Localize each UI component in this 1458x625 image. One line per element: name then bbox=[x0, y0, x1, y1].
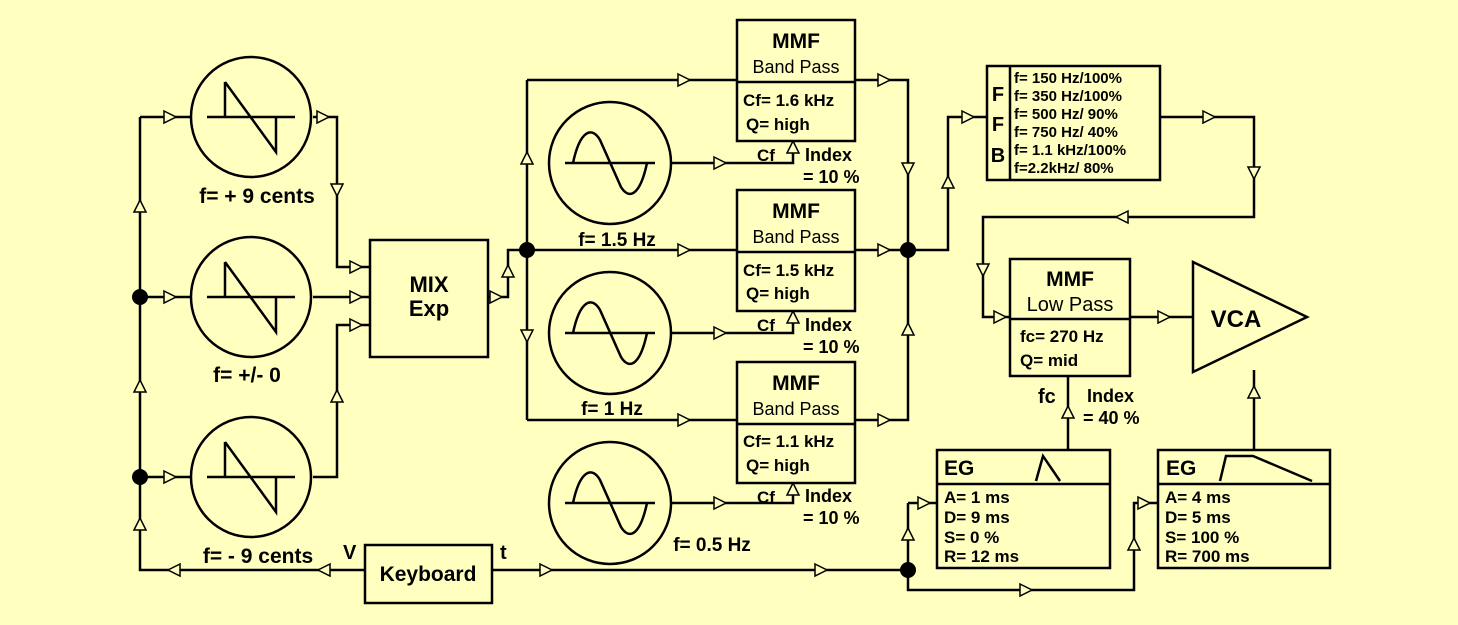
ffb-row-1: f= 150 Hz/100% bbox=[1014, 70, 1122, 87]
mixer: MIX Exp bbox=[368, 238, 490, 359]
mmf-bp2-mode: Band Pass bbox=[752, 227, 839, 247]
lfo-2-label: f= 1 Hz bbox=[581, 399, 643, 420]
mmf-bp1-index-value: = 10 % bbox=[803, 167, 860, 187]
mmf-bp1-mode: Band Pass bbox=[752, 57, 839, 77]
eg2-sustain: S= 100 % bbox=[1165, 528, 1239, 547]
mmf-bp2-index-value: = 10 % bbox=[803, 337, 860, 357]
lfo-1-label: f= 1.5 Hz bbox=[578, 230, 656, 251]
eg2-envelope-icon bbox=[1218, 454, 1313, 483]
mmf-lp-mode: Low Pass bbox=[1027, 294, 1114, 316]
mmf-lp-title: MMF bbox=[1046, 268, 1094, 291]
envelope-generator-2: EG A= 4 ms D= 5 ms S= 100 % R= 700 ms bbox=[1156, 448, 1332, 570]
mmf-bp2-cf: Cf= 1.5 kHz bbox=[743, 261, 834, 280]
mmf-bp3-cf: Cf= 1.1 kHz bbox=[743, 432, 834, 451]
ffb-letter-3: B bbox=[991, 145, 1005, 167]
eg2-decay: D= 5 ms bbox=[1165, 508, 1231, 527]
mmf-bp1-index-label: Index bbox=[805, 145, 852, 165]
oscillator-bot: f= - 9 cents bbox=[189, 415, 313, 568]
eg2-title: EG bbox=[1166, 457, 1196, 480]
mmf-bp3-port: Cf bbox=[757, 488, 775, 507]
mixer-line1: MIX bbox=[409, 272, 448, 297]
mmf-bandpass-2: MMF Band Pass Cf= 1.5 kHz Q= high Cf Ind… bbox=[735, 188, 860, 357]
ffb-row-2: f= 350 Hz/100% bbox=[1014, 88, 1122, 105]
ffb-row-5: f= 1.1 kHz/100% bbox=[1014, 142, 1126, 159]
mmf-bp1-port: Cf bbox=[757, 146, 775, 165]
lfo-1: f= 1.5 Hz bbox=[547, 100, 673, 251]
mmf-bp2-q: Q= high bbox=[746, 284, 810, 303]
mmf-bandpass-3: MMF Band Pass Cf= 1.1 kHz Q= high Cf Ind… bbox=[735, 360, 860, 528]
arrows bbox=[132, 72, 1262, 598]
mmf-lp-port: fc bbox=[1038, 386, 1056, 408]
mmf-bp3-title: MMF bbox=[772, 372, 820, 395]
keyboard-v-output: V bbox=[343, 542, 357, 564]
vca: VCA bbox=[1191, 260, 1310, 374]
mmf-bp3-index-label: Index bbox=[805, 486, 852, 506]
ffb-row-6: f=2.2kHz/ 80% bbox=[1014, 160, 1114, 177]
mmf-bp3-mode: Band Pass bbox=[752, 399, 839, 419]
envelope-generator-1: EG A= 1 ms D= 9 ms S= 0 % R= 12 ms bbox=[935, 448, 1112, 570]
keyboard-label: Keyboard bbox=[380, 563, 477, 586]
oscillator-top-label: f= + 9 cents bbox=[199, 185, 315, 208]
ffb-letter-1: F bbox=[992, 84, 1004, 106]
mmf-lp-index-label: Index bbox=[1087, 386, 1134, 406]
mmf-bp1-cf: Cf= 1.6 kHz bbox=[743, 91, 834, 110]
mmf-bp2-index-label: Index bbox=[805, 315, 852, 335]
eg2-release: R= 700 ms bbox=[1165, 547, 1250, 566]
junctions bbox=[132, 242, 916, 578]
lfo-2: f= 1 Hz bbox=[547, 270, 673, 420]
mmf-lp-fc: fc= 270 Hz bbox=[1020, 327, 1104, 346]
mmf-lp-q: Q= mid bbox=[1020, 351, 1078, 370]
eg1-decay: D= 9 ms bbox=[944, 508, 1010, 527]
ffb-letter-2: F bbox=[992, 114, 1004, 136]
mmf-bp1-title: MMF bbox=[772, 30, 820, 53]
mixer-line2: Exp bbox=[409, 296, 449, 321]
oscillator-mid: f= +/- 0 bbox=[189, 235, 313, 387]
eg2-attack: A= 4 ms bbox=[1165, 488, 1231, 507]
keyboard-t-output: t bbox=[500, 542, 507, 564]
eg1-sustain: S= 0 % bbox=[944, 528, 999, 547]
mmf-bp1-q: Q= high bbox=[746, 115, 810, 134]
mmf-bandpass-1: MMF Band Pass Cf= 1.6 kHz Q= high Cf Ind… bbox=[735, 18, 860, 187]
eg1-release: R= 12 ms bbox=[944, 547, 1019, 566]
eg1-attack: A= 1 ms bbox=[944, 488, 1010, 507]
lfo-3: f= 0.5 Hz bbox=[547, 440, 751, 566]
mmf-bp2-port: Cf bbox=[757, 316, 775, 335]
oscillator-bot-label: f= - 9 cents bbox=[203, 545, 313, 568]
oscillator-mid-label: f= +/- 0 bbox=[213, 364, 281, 387]
ffb-row-4: f= 750 Hz/ 40% bbox=[1014, 124, 1118, 141]
ffb-row-3: f= 500 Hz/ 90% bbox=[1014, 106, 1118, 123]
mmf-bp3-q: Q= high bbox=[746, 456, 810, 475]
vca-label: VCA bbox=[1211, 306, 1262, 333]
mmf-lp-index-value: = 40 % bbox=[1083, 408, 1140, 428]
eg1-envelope-icon bbox=[1034, 453, 1062, 482]
mmf-bp3-index-value: = 10 % bbox=[803, 508, 860, 528]
keyboard: Keyboard V t bbox=[343, 542, 507, 605]
eg1-title: EG bbox=[944, 457, 974, 480]
mmf-lowpass: MMF Low Pass fc= 270 Hz Q= mid fc Index … bbox=[1008, 257, 1140, 428]
ffb-filterbank: F F B f= 150 Hz/100% f= 350 Hz/100% f= 5… bbox=[985, 64, 1162, 182]
mmf-bp2-title: MMF bbox=[772, 200, 820, 223]
oscillator-top: f= + 9 cents bbox=[189, 55, 315, 208]
lfo-3-label: f= 0.5 Hz bbox=[673, 535, 751, 556]
